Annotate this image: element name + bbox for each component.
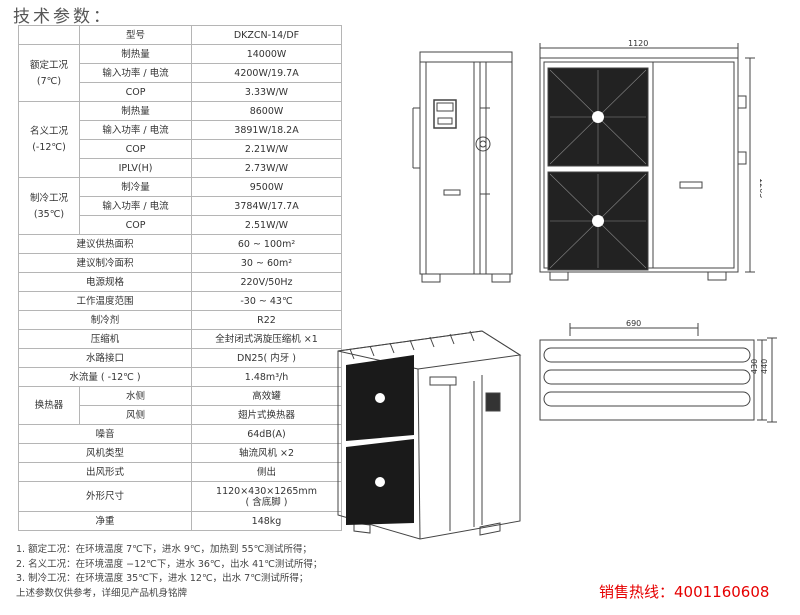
table-row: 制冷工况 (35℃) 制冷量 9500W	[18, 177, 342, 235]
table-row: 制冷剂 R22	[18, 310, 342, 330]
model-label: 型号	[79, 25, 192, 45]
cooling-group: 制冷工况 (35℃)	[18, 177, 80, 235]
table-row: 名义工况 (-12℃) 制热量 8600W	[18, 101, 342, 178]
table-row: 电源规格 220V/50Hz	[18, 272, 342, 292]
top-view-drawing: 690 430 440	[539, 319, 777, 423]
front-width-dim: 1120	[628, 39, 648, 48]
perspective-drawing	[337, 330, 522, 540]
side-view-drawing	[412, 51, 513, 283]
table-row: 工作温度范围 -30 ~ 43℃	[18, 291, 342, 311]
table-row: 出风形式 侧出	[18, 462, 342, 482]
table-row: COP 2.21W/W	[19, 139, 342, 159]
rated-group: 额定工况 (7℃)	[18, 44, 80, 102]
table-row: 型号 DKZCN-14/DF	[18, 25, 342, 45]
top-depth-a-dim: 430	[750, 359, 759, 374]
table-row: 水流量 ( -12℃ ) 1.48m³/h	[18, 367, 342, 387]
table-row: 噪音 64dB(A)	[18, 424, 342, 444]
nominal-group: 名义工况 (-12℃)	[18, 101, 80, 178]
note-2: 2. 名义工况：在环境温度 −12℃下，进水 36℃，出水 41℃测试所得；	[16, 558, 323, 570]
page-title: 技术参数：	[13, 7, 113, 27]
footnotes: 1. 额定工况：在环境温度 7℃下，进水 9℃，加热到 55℃测试所得； 2. …	[16, 543, 322, 601]
table-row: 风侧 翅片式换热器	[19, 405, 342, 425]
exchanger-group: 换热器	[18, 386, 80, 425]
top-depth-dim: 690	[626, 319, 641, 328]
table-row: 输入功率 / 电流 3784W/17.7A	[19, 196, 342, 216]
table-row: 净重 148kg	[18, 511, 342, 531]
note-1: 1. 额定工况：在环境温度 7℃下，进水 9℃，加热到 55℃测试所得；	[16, 544, 312, 555]
sales-hotline: 销售热线：4001160608	[599, 583, 770, 601]
note-4: 上述参数仅供参考，详细见产品机身铭牌	[16, 587, 188, 599]
model-value: DKZCN-14/DF	[191, 25, 342, 45]
table-row: 建议供热面积 60 ~ 100m²	[18, 234, 342, 254]
note-3: 3. 制冷工况：在环境温度 35℃下，进水 12℃，出水 7℃测试所得；	[16, 573, 309, 584]
table-row: 外形尺寸 1120×430×1265mm ( 含底脚 )	[18, 481, 342, 512]
table-row: COP 3.33W/W	[19, 82, 342, 102]
table-row: 额定工况 (7℃) 制热量 14000W	[18, 44, 342, 102]
table-row: 水路接口 DN25( 内牙 )	[18, 348, 342, 368]
table-row: 建议制冷面积 30 ~ 60m²	[18, 253, 342, 273]
table-row: 换热器 水侧 高效罐	[18, 386, 342, 425]
table-row: 风机类型 轴流风机 ×2	[18, 443, 342, 463]
front-view-drawing: 1120 1265	[539, 39, 762, 281]
spec-table: 型号 DKZCN-14/DF 额定工况 (7℃) 制热量 14000W 输入功率…	[18, 25, 342, 531]
table-row: 压缩机 全封闭式涡旋压缩机 ×1	[18, 329, 342, 349]
front-height-dim: 1265	[758, 178, 762, 198]
top-depth-b-dim: 440	[760, 359, 769, 374]
table-row: IPLV(H) 2.73W/W	[19, 158, 342, 178]
table-row: 输入功率 / 电流 4200W/19.7A	[19, 63, 342, 83]
